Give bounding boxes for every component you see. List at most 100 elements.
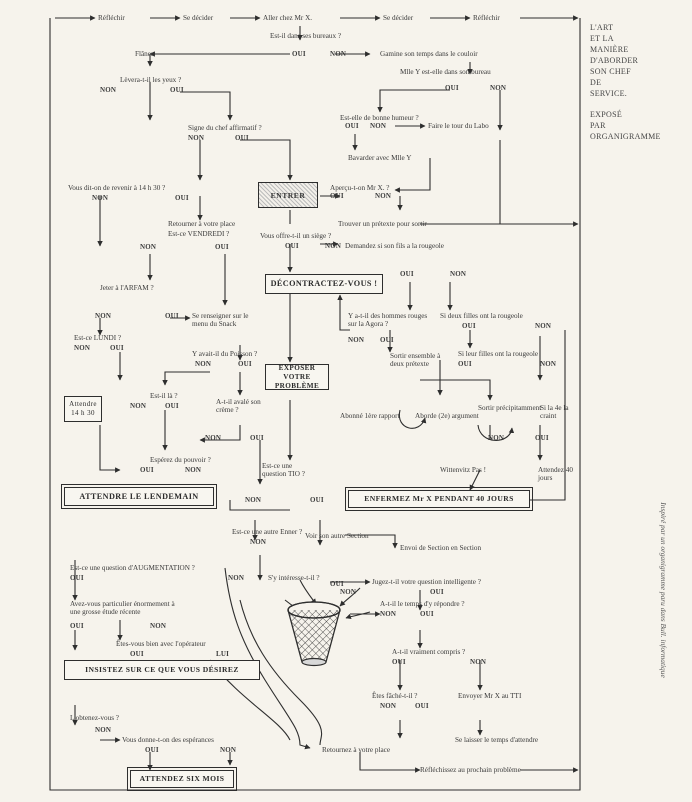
- side-line-2: ET LA: [590, 34, 614, 43]
- node-their-daughters: Si leur filles ont la rougeole: [458, 350, 539, 358]
- node-chief-sign: Signe du chef affirmatif ?: [188, 124, 262, 132]
- node-intelligent: Jugez-t-il votre question intelligente ?: [372, 578, 481, 586]
- yn-non: NON: [100, 86, 117, 94]
- node-offer-seat: Vous offre-t-il un siège ?: [260, 232, 332, 240]
- yn-non: NON: [74, 344, 91, 352]
- yn-non: NON: [92, 194, 109, 202]
- yn-oui: OUI: [420, 610, 434, 618]
- yn-oui: OUI: [140, 466, 154, 474]
- yn-non: NON: [380, 702, 397, 710]
- yn-oui: OUI: [145, 746, 159, 754]
- node-return-to-place: Retournez à votre place: [322, 746, 391, 754]
- yn-oui: OUI: [285, 242, 299, 250]
- yn-non: NON: [188, 134, 205, 142]
- node-send-tti: Envoyer Mr X au TTI: [458, 692, 522, 700]
- yn-non: NON: [375, 192, 392, 200]
- node-other-section: Voir son autre Section: [305, 532, 369, 540]
- yn-oui: OUI: [535, 434, 549, 442]
- yn-oui: OUI: [310, 496, 324, 504]
- yn-oui: OUI: [215, 243, 229, 251]
- yn-oui: OUI: [110, 344, 124, 352]
- yn-non: NON: [95, 726, 112, 734]
- node-arfam: Jeter à l'ARFAM ?: [100, 284, 154, 292]
- yn-non: NON: [380, 610, 397, 618]
- yn-non: NON: [150, 622, 167, 630]
- yn-non: NON: [470, 658, 487, 666]
- node-monday: Est-ce LUNDI ?: [74, 334, 122, 342]
- node-see-mr-x: Aperçu-t-on Mr X. ?: [330, 184, 390, 192]
- node-with-operator: Êtes-vous bien avec l'opérateur: [116, 640, 206, 648]
- yn-oui: OUI: [170, 86, 184, 94]
- side-line-1: L'ART: [590, 23, 614, 32]
- node-tio-question: Est-ce une question TIO ?: [262, 462, 305, 478]
- node-first-report: Abonné 1ère rapport: [340, 412, 400, 420]
- side-line-3: MANIÈRE: [590, 45, 629, 54]
- node-hope-power: Espérez du pouvoir ?: [150, 456, 211, 464]
- node-hopes: Vous donne-t-on des espérances: [122, 736, 214, 744]
- yn-non: NON: [540, 360, 557, 368]
- yn-oui: OUI: [330, 192, 344, 200]
- top-decide-2: Se décider: [383, 14, 414, 22]
- enter-box: ENTRER: [258, 182, 318, 208]
- node-interested: S'y intéresse-t-il ?: [268, 574, 320, 582]
- node-leave-hurry: Sortir précipitamment: [478, 404, 542, 412]
- node-swallowed-cream: A-t-il avalé son crème ?: [216, 398, 261, 414]
- yn-non: NON: [205, 434, 222, 442]
- node-look-up: Lèvera-t-il les yeux ?: [120, 76, 182, 84]
- yn-oui: OUI: [165, 402, 179, 410]
- node-friday: Est-ce VENDREDI ?: [168, 230, 230, 238]
- yn-oui: OUI: [458, 360, 472, 368]
- yn-oui: OUI: [250, 434, 264, 442]
- yn-non: NON: [330, 50, 347, 58]
- waste-basket-icon: [287, 601, 341, 667]
- label-lui: LUI: [216, 650, 230, 658]
- side-title: L'ART ET LA MANIÈRE D'ABORDER SON CHEF D…: [590, 22, 661, 142]
- wait-six-months-box: ATTENDEZ SIX MOIS: [127, 767, 237, 791]
- side-sub-1: EXPOSÉ: [590, 110, 623, 119]
- yn-oui: OUI: [175, 194, 189, 202]
- yn-oui: OUI: [400, 270, 414, 278]
- yn-non: NON: [140, 243, 157, 251]
- yn-non: NON: [488, 434, 505, 442]
- side-sub-3: ORGANIGRAMME: [590, 132, 661, 141]
- top-think-1: Réfléchir: [98, 14, 125, 22]
- yn-oui: OUI: [392, 658, 406, 666]
- wait-1430-box: Attendre 14 h 30: [64, 396, 102, 422]
- node-red-men: Y a-t-il des hommes rouges sur la Agora …: [348, 312, 428, 328]
- node-pretext: Trouver un prétexte pour sortir: [338, 220, 427, 228]
- yn-non: NON: [95, 312, 112, 320]
- expose-problem-box: EXPOSER VOTRE PROBLÈME: [265, 364, 329, 390]
- node-corridor: Gamine son temps dans le couloir: [380, 50, 478, 58]
- side-line-6: DE: [590, 78, 602, 87]
- node-tour-labo: Faire le tour du Labo: [428, 122, 489, 130]
- top-go-to-mr-x: Aller chez Mr X.: [263, 14, 313, 22]
- yn-oui: OUI: [165, 312, 179, 320]
- side-line-5: SON CHEF: [590, 67, 631, 76]
- yn-non: NON: [348, 336, 365, 344]
- yn-oui: OUI: [292, 50, 306, 58]
- yn-non: NON: [185, 466, 202, 474]
- node-fourth-fears: Si la 4e la craint: [540, 404, 569, 420]
- node-flaner: Flâner: [135, 50, 154, 58]
- node-take-time: Se laisser le temps d'attendre: [455, 736, 539, 744]
- yn-non: NON: [370, 122, 387, 130]
- yn-oui: OUI: [380, 336, 394, 344]
- side-line-4: D'ABORDER: [590, 56, 639, 65]
- yn-non: NON: [245, 496, 262, 504]
- yn-oui: OUI: [70, 622, 84, 630]
- side-line-7: SERVICE.: [590, 89, 628, 98]
- node-raise-question: Est-ce une question d'AUGMENTATION ?: [70, 564, 195, 572]
- outer-loop-line: [49, 18, 581, 791]
- yn-oui: OUI: [130, 650, 144, 658]
- wait-next-day-box: ATTENDRE LE LENDEMAIN: [61, 484, 217, 509]
- yn-non: NON: [250, 538, 267, 546]
- yn-non: NON: [195, 360, 212, 368]
- yn-oui: OUI: [430, 588, 444, 596]
- side-sub-2: PAR: [590, 121, 606, 130]
- yn-non: NON: [490, 84, 507, 92]
- yn-non: NON: [340, 588, 357, 596]
- node-fish: Y avait-il du Poisson ?: [192, 350, 258, 358]
- node-wait-40-days: Attendez 40 jours: [538, 466, 573, 482]
- yn-non: NON: [220, 746, 237, 754]
